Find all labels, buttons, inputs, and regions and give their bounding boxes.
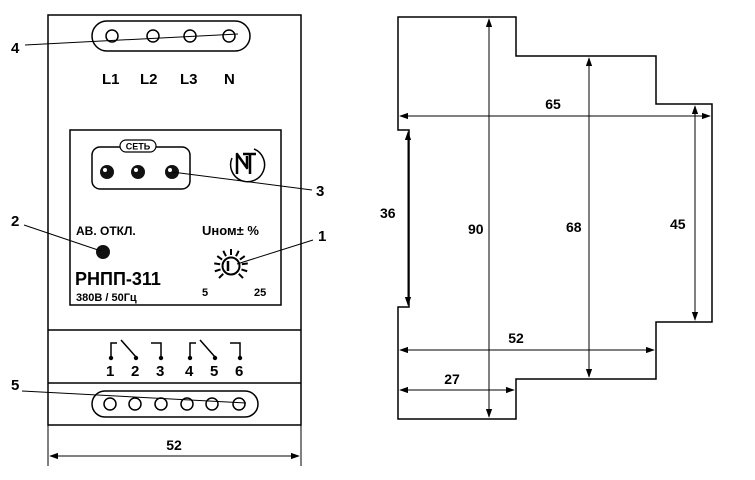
callout-4: 4 — [11, 40, 20, 57]
led-2 — [131, 165, 145, 179]
leader-1 — [236, 239, 314, 265]
knob-tick — [214, 268, 221, 273]
knob-tick — [241, 262, 248, 266]
terminal-label-n: N — [224, 71, 235, 88]
knob-tick — [218, 273, 224, 279]
bottom-terminal-block — [91, 390, 259, 418]
side-outline — [397, 16, 713, 420]
relay-contacts — [108, 339, 243, 361]
side-view: 65 36 90 68 45 52 27 — [380, 16, 713, 420]
front-housing — [47, 14, 302, 426]
contact-label-4: 4 — [185, 363, 194, 380]
dim-52-label: 52 — [508, 330, 524, 346]
callout-1: 1 — [318, 228, 326, 245]
knob-tick — [241, 268, 248, 273]
contact-label-6: 6 — [235, 363, 243, 380]
nt-logo — [229, 148, 266, 183]
knob-max-label: 25 — [254, 287, 266, 299]
indicator-tag — [119, 139, 157, 153]
leader-5 — [21, 390, 247, 404]
front-view: L1 L2 L3 N СЕТЬ АВ. ОТКЛ. Uном± % — [11, 14, 326, 466]
leader-4 — [24, 33, 239, 46]
dim-45-label: 45 — [670, 216, 686, 232]
leader-3 — [171, 171, 313, 191]
top-terminal-block — [91, 20, 251, 52]
knob-label: Uном± % — [202, 223, 259, 238]
rating-label: 380В / 50Гц — [76, 292, 137, 304]
dim-65-label: 65 — [545, 96, 561, 112]
led-1 — [100, 165, 114, 179]
bottom-screw-6 — [232, 397, 246, 411]
knob — [214, 249, 248, 279]
leader-2 — [23, 224, 102, 252]
callout-3: 3 — [316, 183, 324, 200]
alarm-led — [96, 245, 110, 259]
terminal-label-l1: L1 — [102, 71, 120, 88]
top-screw-1 — [105, 29, 119, 43]
knob-min-label: 5 — [202, 287, 208, 299]
contact-label-1: 1 — [106, 363, 114, 380]
indicator-label: СЕТЬ — [126, 142, 151, 152]
contact-label-5: 5 — [210, 363, 218, 380]
terminal-label-l3: L3 — [180, 71, 198, 88]
front-panel — [69, 129, 282, 306]
knob-tick — [222, 250, 227, 257]
knob-tick — [239, 255, 246, 261]
front-width-dim: 52 — [166, 437, 182, 453]
model-name: РНПП-311 — [75, 269, 161, 289]
callout-2: 2 — [11, 213, 19, 230]
dim-68-label: 68 — [566, 219, 582, 235]
bottom-screw-3 — [154, 397, 168, 411]
alarm-label: АВ. ОТКЛ. — [76, 224, 136, 238]
knob-tick — [214, 262, 221, 266]
knob-tick — [238, 273, 244, 279]
knob-tick — [235, 250, 240, 257]
callout-5: 5 — [11, 377, 19, 394]
bottom-screw-5 — [205, 397, 219, 411]
knob-tick — [216, 255, 223, 261]
bottom-screw-1 — [103, 397, 117, 411]
top-screw-2 — [146, 29, 160, 43]
bottom-screw-4 — [180, 397, 194, 411]
dim-27-label: 27 — [444, 371, 460, 387]
bottom-screw-2 — [128, 397, 142, 411]
dim-90-label: 90 — [468, 221, 484, 237]
dim-36-label: 36 — [380, 205, 396, 221]
contact-label-3: 3 — [156, 363, 164, 380]
top-screw-4 — [222, 29, 236, 43]
terminal-label-l2: L2 — [140, 71, 158, 88]
knob-scale-ticks — [214, 249, 248, 279]
contact-label-2: 2 — [131, 363, 139, 380]
